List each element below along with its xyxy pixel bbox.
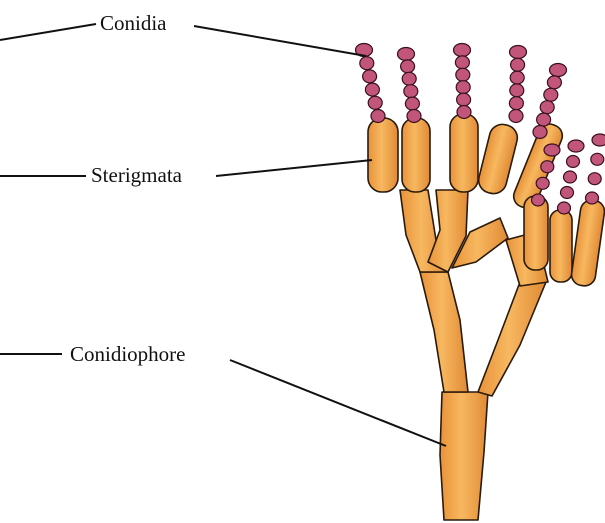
conidium <box>365 83 379 96</box>
label-conidia: Conidia <box>100 13 167 34</box>
conidium <box>398 48 415 61</box>
conidium <box>405 97 419 110</box>
conidium <box>456 81 470 94</box>
conidium <box>457 106 471 119</box>
left-primary-branch <box>420 272 468 392</box>
sterigma <box>402 118 430 192</box>
conidium <box>510 46 527 59</box>
sterigma <box>570 199 605 288</box>
conidium <box>591 153 604 165</box>
conidium <box>510 71 524 84</box>
conidium <box>509 110 523 123</box>
sterigma <box>524 196 548 270</box>
conidium <box>456 68 470 81</box>
sterigma <box>368 118 398 192</box>
conidium <box>588 173 601 185</box>
conidium <box>540 101 554 114</box>
conidia-leader-left <box>0 24 96 40</box>
conidium <box>457 93 471 106</box>
conidium <box>401 60 415 73</box>
conidium <box>568 140 584 152</box>
conidium <box>550 64 567 77</box>
conidiophore-stalk <box>440 392 488 520</box>
conidium <box>547 76 561 89</box>
conidiophore-leader-right <box>230 360 446 446</box>
conidium <box>511 58 525 71</box>
conidia-leader-right <box>194 26 366 56</box>
conidium <box>360 57 374 70</box>
conidium <box>368 96 382 109</box>
conidium <box>371 110 385 123</box>
sterigmata-leader-right <box>216 160 372 176</box>
conidium <box>533 126 547 139</box>
conidium <box>541 161 554 173</box>
conidium <box>592 134 605 146</box>
label-conidiophore: Conidiophore <box>70 344 186 365</box>
label-sterigmata: Sterigmata <box>91 165 182 186</box>
conidium <box>454 44 471 57</box>
conidium <box>561 187 574 199</box>
conidium <box>586 192 599 204</box>
conidium <box>363 70 377 83</box>
conidium <box>407 110 421 123</box>
conidium <box>455 56 469 69</box>
conidium <box>544 88 558 101</box>
conidium <box>532 194 545 206</box>
conidium <box>567 156 580 168</box>
conidium <box>536 177 549 189</box>
conidium <box>537 113 551 126</box>
sterigma <box>450 114 478 192</box>
right-primary-branch <box>478 282 546 396</box>
conidium <box>544 144 560 156</box>
conidium <box>510 84 524 97</box>
conidium <box>404 85 418 98</box>
conidium <box>402 72 416 85</box>
sterigma <box>550 210 572 282</box>
conidium <box>558 202 571 214</box>
sterigma <box>476 122 520 197</box>
conidium <box>509 97 523 110</box>
conidium <box>564 171 577 183</box>
